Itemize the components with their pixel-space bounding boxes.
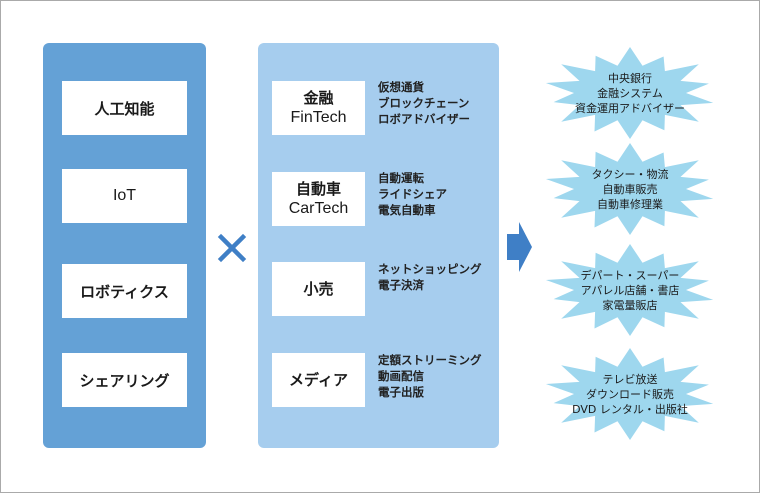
impact-line: 自動車修理業 [597,197,663,211]
industry-item: 電子出版 [378,385,424,399]
burst-shape-icon [545,143,714,235]
impact-line: 中央銀行 [608,71,652,85]
impact-line: 資金運用アドバイザー [575,101,685,115]
industry-name: 金融 [303,89,334,107]
industry-item: ライドシェア [378,187,447,201]
industry-item: 自動運転 [378,171,424,185]
burst-shape-icon [545,348,714,440]
industry-item: ロボアドバイザー [378,112,470,126]
impact-line: テレビ放送 [602,372,658,386]
industry-name: 自動車 [295,180,341,198]
impact-text: タクシー・物流 自動車販売 自動車修理業 [540,143,720,235]
industry-items-finance: 仮想通貨 ブロックチェーン ロボアドバイザー [378,79,470,127]
impact-text: テレビ放送 ダウンロード販売 DVD レンタル・出版社 [540,348,720,440]
impact-text: デパート・スーパー アパレル店舗・書店 家電量販店 [540,244,720,336]
industry-english: CarTech [288,200,349,217]
industry-box-finance: 金融 FinTech [272,81,365,135]
impact-burst-media: テレビ放送 ダウンロード販売 DVD レンタル・出版社 [540,348,720,440]
industry-item: 仮想通貨 [378,80,424,94]
impact-line: DVD レンタル・出版社 [572,402,688,416]
industry-box-automotive: 自動車 CarTech [272,172,365,226]
burst-shape-icon [545,47,714,139]
technology-box-sharing: シェアリング [62,353,187,407]
impact-burst-finance: 中央銀行 金融システム 資金運用アドバイザー [540,47,720,139]
industry-item: ブロックチェーン [378,96,470,110]
industry-english: FinTech [290,109,347,126]
technology-label: シェアリング [79,371,170,390]
industry-box-retail: 小売 [272,262,365,316]
industry-item: 電子決済 [378,278,424,292]
multiply-icon [217,233,247,263]
industry-name: メディア [289,370,348,389]
impact-line: アパレル店舗・書店 [580,283,680,297]
impact-line: デパート・スーパー [580,268,680,282]
industry-items-automotive: 自動運転 ライドシェア 電気自動車 [378,170,447,218]
technology-label: 人工知能 [94,99,155,118]
industry-name: 小売 [303,279,334,298]
industry-panel: 金融 FinTech 仮想通貨 ブロックチェーン ロボアドバイザー 自動車 Ca… [258,43,499,448]
burst-shape-icon [545,244,714,336]
technology-box-ai: 人工知能 [62,81,187,135]
impact-burst-retail: デパート・スーパー アパレル店舗・書店 家電量販店 [540,244,720,336]
impact-line: 金融システム [597,86,663,100]
technology-box-robotics: ロボティクス [62,264,187,318]
technology-panel: 人工知能 IoT ロボティクス シェアリング [43,43,206,448]
impact-line: タクシー・物流 [591,167,669,181]
impact-line: 家電量販店 [602,298,658,312]
technology-label: ロボティクス [80,282,169,301]
arrow-right-icon [507,222,532,272]
industry-item: ネットショッピング [378,262,482,276]
industry-item: 動画配信 [378,369,424,383]
impact-text: 中央銀行 金融システム 資金運用アドバイザー [540,47,720,139]
industry-item: 電気自動車 [378,203,436,217]
impact-burst-automotive: タクシー・物流 自動車販売 自動車修理業 [540,143,720,235]
industry-items-media: 定額ストリーミング 動画配信 電子出版 [378,352,482,400]
impact-line: ダウンロード販売 [586,387,674,401]
industry-item: 定額ストリーミング [378,353,482,367]
technology-box-iot: IoT [62,169,187,223]
industry-box-media: メディア [272,353,365,407]
technology-label: IoT [112,187,137,204]
industry-items-retail: ネットショッピング 電子決済 [378,261,482,293]
impact-line: 自動車販売 [602,182,658,196]
